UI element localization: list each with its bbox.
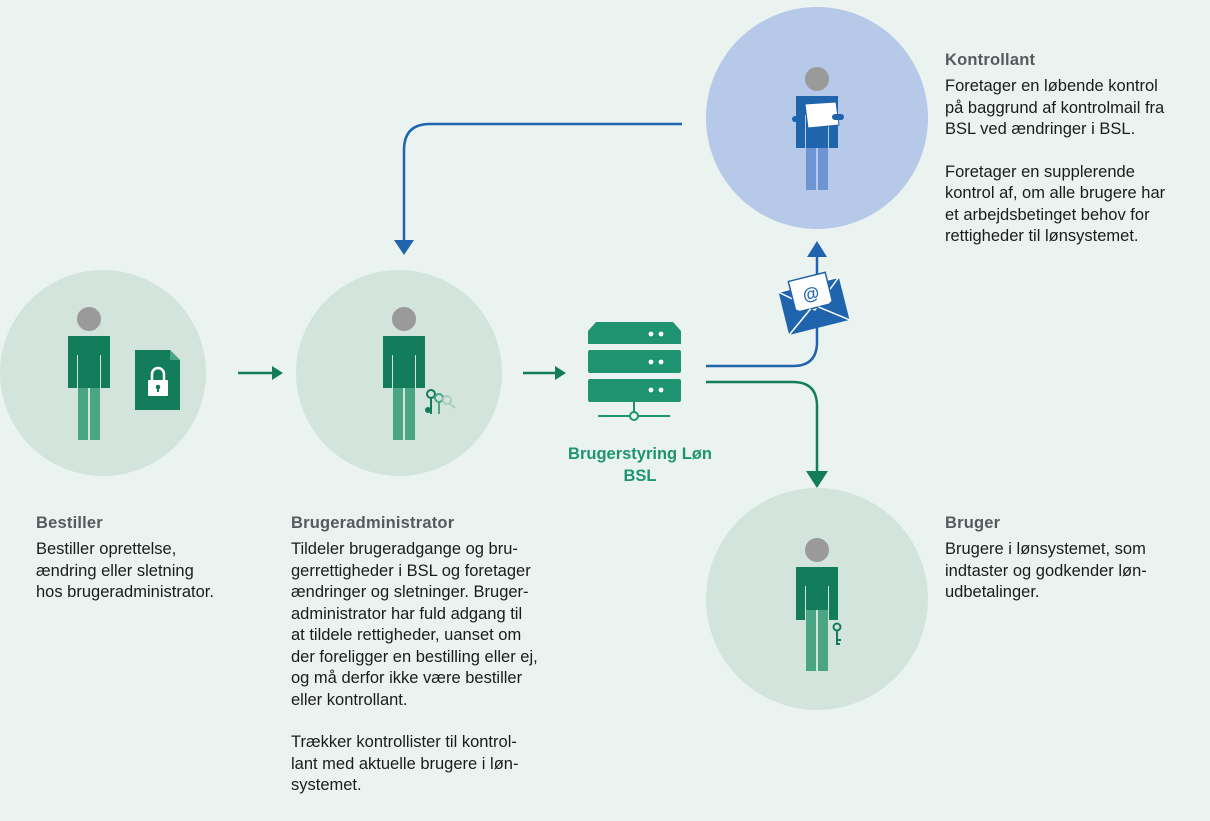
kontrollant-text-2: Foretager en supplerende kontrol af, om … bbox=[945, 162, 1166, 246]
brugeradministrator-text-2: Trækker kontrollister til kontrol- lant … bbox=[291, 733, 519, 794]
brugeradministrator-title: Brugeradministrator bbox=[291, 514, 455, 532]
person-reading-document-icon bbox=[792, 67, 844, 190]
brugeradministrator-description: Brugeradministrator Tildeler brugeradgan… bbox=[291, 514, 591, 797]
person-with-locked-document-icon bbox=[68, 307, 180, 440]
server-label: Brugerstyring Løn BSL bbox=[568, 445, 712, 485]
arrow-bestiller-to-brugeradministrator bbox=[238, 366, 283, 380]
svg-text:@: @ bbox=[801, 283, 822, 305]
bestiller-text: Bestiller oprettelse, ændring eller slet… bbox=[36, 540, 214, 601]
brugeradministrator-text-1: Tildeler brugeradgange og bru- gerrettig… bbox=[291, 540, 538, 709]
arrow-server-to-kontrollant bbox=[706, 241, 827, 368]
arrow-kontrollant-to-brugeradministrator bbox=[394, 122, 682, 255]
bruger-description: Bruger Brugere i lønsystemet, som indtas… bbox=[945, 514, 1205, 604]
arrow-brugeradministrator-to-server bbox=[523, 366, 566, 380]
kontrollant-description: Kontrollant Foretager en løbende kontrol… bbox=[945, 51, 1205, 248]
server-icon bbox=[588, 322, 681, 421]
kontrollant-text-1: Foretager en løbende kontrol på baggrund… bbox=[945, 77, 1165, 138]
email-icon: @ bbox=[776, 271, 850, 336]
person-with-keys-icon bbox=[383, 307, 456, 440]
bruger-title: Bruger bbox=[945, 514, 1001, 532]
bruger-text: Brugere i lønsystemet, som indtaster og … bbox=[945, 540, 1147, 601]
person-with-key-icon bbox=[796, 538, 842, 671]
arrow-server-to-bruger bbox=[706, 380, 828, 488]
bestiller-title: Bestiller bbox=[36, 514, 103, 532]
bestiller-description: Bestiller Bestiller oprettelse, ændring … bbox=[36, 514, 266, 604]
kontrollant-title: Kontrollant bbox=[945, 51, 1036, 69]
